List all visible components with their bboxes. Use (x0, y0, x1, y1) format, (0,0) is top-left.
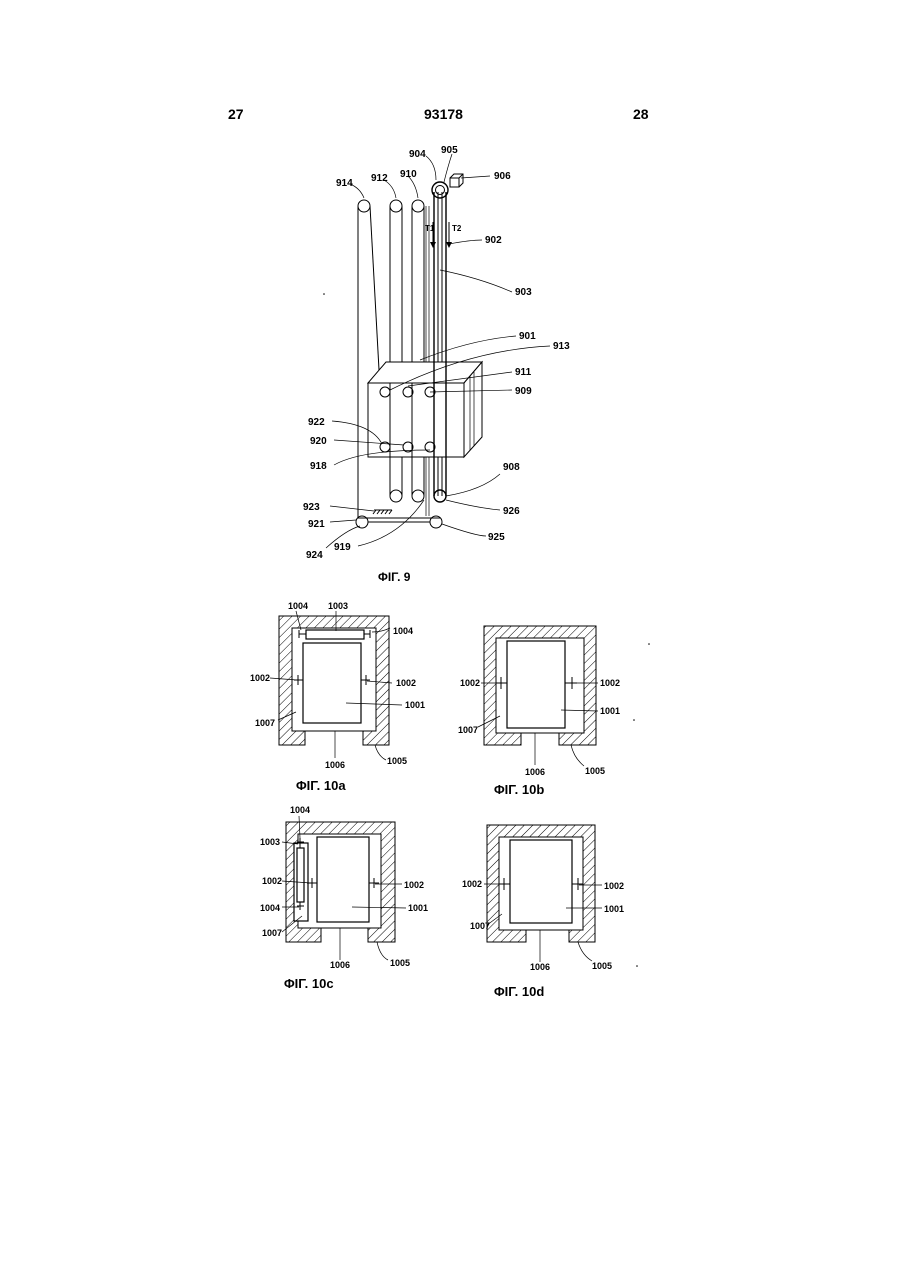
label-910: 910 (400, 169, 417, 180)
caption-fig9: ΦΙΓ. 9 (378, 570, 411, 584)
label-1003: 1003 (328, 601, 348, 611)
label-1006: 1006 (525, 767, 545, 777)
label-1004a: 1004 (288, 601, 308, 611)
label-911: 911 (515, 367, 532, 378)
label-909: 909 (515, 386, 532, 397)
label-1002a: 1002 (460, 678, 480, 688)
label-924: 924 (306, 550, 323, 561)
caption-fig10b: ΦΙΓ. 10b (494, 782, 544, 797)
label-t2: T2 (452, 224, 462, 233)
label-918: 918 (310, 461, 327, 472)
label-1004a: 1004 (290, 805, 310, 815)
figure-10d: 1002 1002 1001 1007 1006 1005 ΦΙΓ. 10d (462, 825, 624, 999)
label-1006: 1006 (530, 962, 550, 972)
label-904: 904 (409, 149, 426, 160)
caption-fig10d: ΦΙΓ. 10d (494, 984, 544, 999)
label-926: 926 (503, 506, 520, 517)
label-1005: 1005 (390, 958, 410, 968)
bottom-sheaves (356, 490, 446, 528)
label-1003: 1003 (260, 837, 280, 847)
label-1004b: 1004 (260, 903, 280, 913)
label-1007: 1007 (255, 718, 275, 728)
block-906 (450, 174, 463, 187)
label-903: 903 (515, 287, 532, 298)
label-1007: 1007 (470, 921, 490, 931)
label-t1: T1 (425, 224, 435, 233)
rope-914 (358, 200, 380, 518)
label-1002b: 1002 (604, 881, 624, 891)
label-912: 912 (371, 173, 388, 184)
figure-10a: 1004 1003 1004 1002 1002 1001 1007 1006 … (250, 601, 425, 793)
label-1002a: 1002 (250, 673, 270, 683)
label-1001: 1001 (600, 706, 620, 716)
label-905: 905 (441, 145, 458, 156)
label-922: 922 (308, 417, 325, 428)
label-1005: 1005 (585, 766, 605, 776)
figure-9: 914 912 910 904 905 906 T1 T2 902 903 90… (303, 145, 570, 584)
car-box (368, 362, 482, 457)
label-1004b: 1004 (393, 626, 413, 636)
label-921: 921 (308, 519, 325, 530)
label-1007: 1007 (458, 725, 478, 735)
label-1007: 1007 (262, 928, 282, 938)
label-1002b: 1002 (404, 880, 424, 890)
figure-10c: 1004 1003 1002 1002 1004 1001 1007 1006 … (260, 805, 428, 991)
rope-910 (412, 200, 429, 516)
label-1005: 1005 (592, 961, 612, 971)
label-902: 902 (485, 235, 502, 246)
label-925: 925 (488, 532, 505, 543)
caption-fig10a: ΦΙΓ. 10a (296, 778, 346, 793)
label-1001: 1001 (408, 903, 428, 913)
label-908: 908 (503, 462, 520, 473)
label-1002a: 1002 (462, 879, 482, 889)
figure-10b: 1002 1002 1001 1007 1006 1005 ΦΙΓ. 10b (458, 626, 620, 797)
label-1002a: 1002 (262, 876, 282, 886)
label-1005: 1005 (387, 756, 407, 766)
label-901: 901 (519, 331, 536, 342)
label-920: 920 (310, 436, 327, 447)
label-906: 906 (494, 171, 511, 182)
label-1001: 1001 (604, 904, 624, 914)
label-1001: 1001 (405, 700, 425, 710)
label-919: 919 (334, 542, 351, 553)
label-923: 923 (303, 502, 320, 513)
label-1006: 1006 (330, 960, 350, 970)
anchor-923 (373, 510, 392, 514)
label-1002b: 1002 (600, 678, 620, 688)
caption-fig10c: ΦΙΓ. 10c (284, 976, 334, 991)
label-913: 913 (553, 341, 570, 352)
label-914: 914 (336, 178, 353, 189)
label-1002b: 1002 (396, 678, 416, 688)
label-1006: 1006 (325, 760, 345, 770)
